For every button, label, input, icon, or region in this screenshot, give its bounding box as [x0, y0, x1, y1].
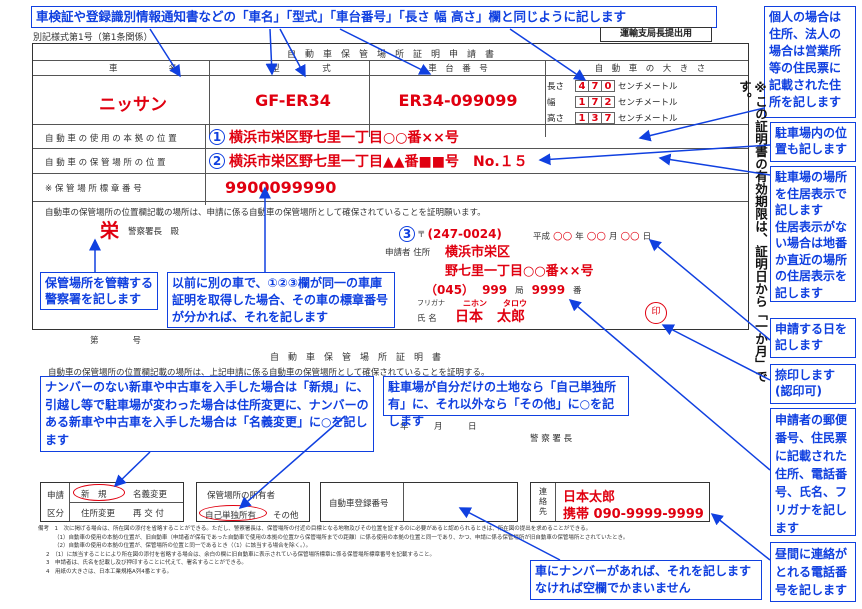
- cert-date: 年 月 日: [400, 422, 477, 432]
- col-size-header: 自 動 車 の 大 き さ: [594, 64, 706, 74]
- note-applicant: 申請者の郵便番号、住民票に記載された住所、電話番号、氏名、フリガナを記します: [770, 408, 856, 536]
- note-corp-address: 個人の場合は住所、法人の場合は営業所等の住民票に記載された住所を記します: [764, 6, 856, 118]
- contact-phone: 携帯 090-9999-9999: [563, 507, 704, 522]
- kubun-address: 住所変更: [81, 509, 116, 519]
- height-digit-1: 1: [575, 112, 589, 124]
- height-digit-2: 3: [588, 112, 602, 124]
- cert-title: 自 動 車 保 管 場 所 証 明 書: [270, 353, 442, 363]
- note-parking-position: 駐車場内の位置も記します: [770, 122, 856, 162]
- note-validity: ※この証明書の有効期限は、証明日から「一か月」です。: [737, 80, 768, 383]
- base-address: 横浜市栄区野七里一丁目○○番××号: [229, 130, 459, 146]
- application-date: 平成 ○○年 ○○月 ○○日: [533, 229, 652, 242]
- applicant-name: 日本 太郎: [455, 309, 525, 325]
- note-parking-address: 駐車場の場所を住居表示で記します 住居表示がない場合は地番か直近の場所の住居表示…: [770, 166, 856, 302]
- postal-code: (247-0024): [427, 227, 502, 241]
- base-label: 自 動 車 の 使 用 の 本 拠 の 位 置: [45, 134, 177, 144]
- name-label: 氏 名: [417, 314, 437, 324]
- note-seal: 捺印します(認印可): [770, 364, 856, 404]
- col-name-header: 車 名: [108, 64, 177, 74]
- length-digit-2: 7: [588, 80, 602, 92]
- contact-box: 連絡先 日本太郎 携帯 090-9999-9999: [530, 482, 710, 522]
- width-digit-1: 1: [575, 96, 589, 108]
- cert-chief: 警 察 署 長: [530, 434, 573, 444]
- submit-label: 運輸支局長提出用: [600, 27, 712, 42]
- note-kubun: ナンバーのない新車や中古車を入手した場合は「新規」に、引越し等で駐車場が変わった…: [40, 376, 374, 452]
- police-name: 栄: [100, 220, 120, 242]
- kubun-change-name: 名義変更: [133, 490, 168, 500]
- base-number: 1: [209, 129, 225, 145]
- cert-text: 自動車の保管場所の位置欄記載の場所は、上記申請に係る自動車の保管場所として確保さ…: [48, 368, 490, 378]
- vehicle-chassis: ER34-099099: [398, 91, 518, 110]
- plate-number: 9900099990: [225, 178, 337, 197]
- owner-self-circle: [199, 505, 267, 521]
- vehicle-model: GF-ER34: [255, 91, 331, 110]
- contact-label: 連絡先: [539, 487, 547, 516]
- length-digit-3: 0: [601, 80, 615, 92]
- registration-label: 自動車登録番号: [329, 499, 389, 509]
- applicant-number: 3: [399, 226, 415, 242]
- vehicle-name: ニッサン: [99, 95, 167, 115]
- note-previous-plate: 以前に別の車で、①②③欄が同一の車庫証明を取得した場合、その車の標章番号が分かれ…: [167, 272, 395, 328]
- col-chassis-header: 車 台 番 号: [428, 64, 488, 74]
- footnotes: 備考 1 次に掲げる場合は、所在図の添付を省略することができる。ただし、警察署長…: [38, 526, 629, 575]
- note-owner: 駐車場が自分だけの土地なら「自己単独所有」に、それ以外なら「その他」に○を記しま…: [383, 376, 629, 428]
- new-circle: [73, 484, 125, 501]
- registration-box: 自動車登録番号: [320, 482, 518, 522]
- top-note: 車検証や登録識別情報通知書などの「車名」「型式」「車台番号」「長さ 幅 高さ」欄…: [31, 6, 717, 28]
- parking-address: 横浜市栄区野七里一丁目▲▲番■■号 No.１５: [229, 154, 528, 170]
- applicant-address-2: 野七里一丁目○○番××号: [445, 264, 594, 279]
- parking-label: 自 動 車 の 保 管 場 所 の 位 置: [45, 158, 166, 168]
- note-police: 保管場所を管轄する警察署を記します: [40, 272, 158, 310]
- applicant-phone: （045） 999 局 9999 番: [425, 282, 582, 298]
- arrow-kubun: [113, 451, 151, 488]
- contact-name: 日本太郎: [563, 490, 616, 505]
- cert-number: 第 号: [90, 336, 142, 346]
- furigana-label: フリガナ: [417, 299, 445, 307]
- width-digit-3: 2: [601, 96, 615, 108]
- plate-label: ※ 保 管 場 所 標 章 番 号: [45, 184, 142, 194]
- note-date: 申請する日を記します: [770, 318, 856, 358]
- furigana-value: ニホン タロウ: [463, 299, 527, 308]
- height-digit-3: 7: [601, 112, 615, 124]
- form-ref: 別記様式第1号（第1条関係）: [33, 33, 153, 43]
- note-plate: 車にナンバーがあれば、それを記します なければ空欄でかまいません: [530, 560, 762, 600]
- applicant-address-1: 横浜市栄区: [445, 245, 511, 260]
- length-digit-1: 4: [575, 80, 589, 92]
- col-model-header: 型 式: [271, 64, 331, 74]
- note-contact: 昼間に連絡がとれる電話番号を記します: [770, 542, 856, 602]
- width-digit-2: 7: [588, 96, 602, 108]
- applicant-label: 申請者 住所: [385, 248, 431, 258]
- owner-title: 保管場所の所有者: [207, 491, 276, 501]
- owner-other: その他: [273, 511, 299, 521]
- form-title: 自 動 車 保 管 場 所 証 明 申 請 書: [286, 50, 494, 60]
- kubun-reissue: 再 交 付: [133, 509, 164, 519]
- seal-mark: 印: [645, 302, 667, 324]
- kubun-box: 申請 区分 新 規 名義変更 住所変更 再 交 付: [40, 482, 184, 522]
- police-suffix: 警察署長 殿: [128, 227, 180, 237]
- owner-box: 保管場所の所有者 自己単独所有 その他: [196, 482, 310, 522]
- parking-number: 2: [209, 153, 225, 169]
